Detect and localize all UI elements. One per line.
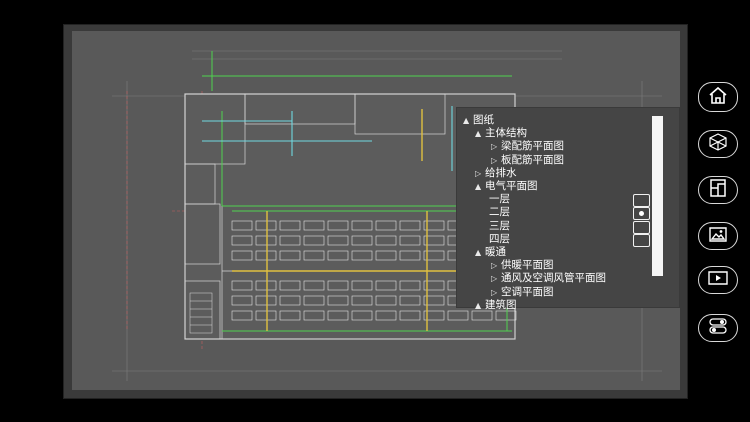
floor-radio-selected[interactable]: [633, 207, 650, 221]
tree-node[interactable]: 一层: [489, 193, 510, 206]
tree-node-label: 四层: [489, 232, 510, 245]
tree-node[interactable]: ▷给排水: [475, 167, 517, 180]
expanded-triangle-icon[interactable]: ▲: [475, 248, 482, 257]
tree-node[interactable]: ▷通风及空调风管平面图: [491, 272, 606, 285]
floorplan-button[interactable]: [698, 176, 738, 204]
tree-node[interactable]: ▲主体结构: [475, 127, 527, 140]
tree-node-label: 板配筋平面图: [501, 153, 564, 166]
home-button[interactable]: [698, 82, 738, 112]
floor-radio[interactable]: [633, 194, 650, 208]
tree-node-label: 三层: [489, 219, 510, 232]
tree-node[interactable]: ▷供暖平面图: [491, 259, 554, 272]
tree-node-label: 供暖平面图: [501, 259, 554, 272]
tree-node[interactable]: ▲图纸: [463, 114, 494, 127]
drawing-tree-panel: ▲图纸▲主体结构▷梁配筋平面图▷板配筋平面图▷给排水▲电气平面图一层二层三层四层…: [456, 107, 680, 311]
collapsed-triangle-icon[interactable]: ▷: [491, 261, 498, 271]
tree-node-label: 电气平面图: [485, 180, 538, 192]
tree-node-label: 图纸: [473, 114, 494, 126]
tree-node-label: 空调平面图: [501, 285, 554, 298]
3d-cube-button[interactable]: [698, 130, 738, 158]
home-icon: [707, 85, 729, 109]
expanded-triangle-icon[interactable]: ▲: [475, 182, 482, 191]
collapsed-triangle-icon[interactable]: ▷: [491, 287, 498, 297]
floorplan-icon: [707, 178, 729, 202]
tree-node-label: 一层: [489, 193, 510, 206]
tree-node[interactable]: ▲暖通: [475, 246, 506, 259]
image-button[interactable]: [698, 222, 738, 250]
tree-node-label: 给排水: [485, 166, 517, 179]
tree-node[interactable]: ▷板配筋平面图: [491, 154, 564, 167]
collapsed-triangle-icon[interactable]: ▷: [491, 155, 498, 165]
collapsed-triangle-icon[interactable]: ▷: [475, 168, 482, 178]
tree-node[interactable]: 四层: [489, 233, 510, 246]
collapsed-triangle-icon[interactable]: ▷: [491, 274, 498, 284]
video-icon: [707, 268, 729, 292]
tree-node-label: 二层: [489, 206, 510, 219]
tree-node-label: 暖通: [485, 246, 506, 258]
tree-node[interactable]: ▲电气平面图: [475, 180, 538, 193]
tree-node-label: 通风及空调风管平面图: [501, 272, 606, 285]
tree-node-label: 主体结构: [485, 127, 527, 140]
tree-node[interactable]: ▷梁配筋平面图: [491, 140, 564, 153]
tree-node[interactable]: ▷空调平面图: [491, 286, 554, 299]
tree-node-label: 建筑图: [485, 298, 517, 311]
expanded-triangle-icon[interactable]: ▲: [475, 129, 482, 139]
image-icon: [707, 224, 729, 248]
tree-node[interactable]: 二层: [489, 206, 510, 219]
toggle-button[interactable]: [698, 314, 738, 342]
floor-radio[interactable]: [633, 233, 650, 247]
expanded-triangle-icon[interactable]: ▲: [475, 300, 482, 310]
collapsed-triangle-icon[interactable]: ▷: [491, 142, 498, 152]
tree-scrollbar[interactable]: [652, 116, 663, 276]
toggle-icon: [707, 316, 729, 340]
3d-cube-icon: [707, 132, 729, 156]
video-button[interactable]: [698, 266, 738, 294]
floor-radio[interactable]: [633, 220, 650, 234]
tree-node[interactable]: 三层: [489, 220, 510, 233]
tree-node[interactable]: ▲建筑图: [475, 299, 517, 312]
expanded-triangle-icon[interactable]: ▲: [463, 116, 470, 125]
tree-node-label: 梁配筋平面图: [501, 140, 564, 153]
